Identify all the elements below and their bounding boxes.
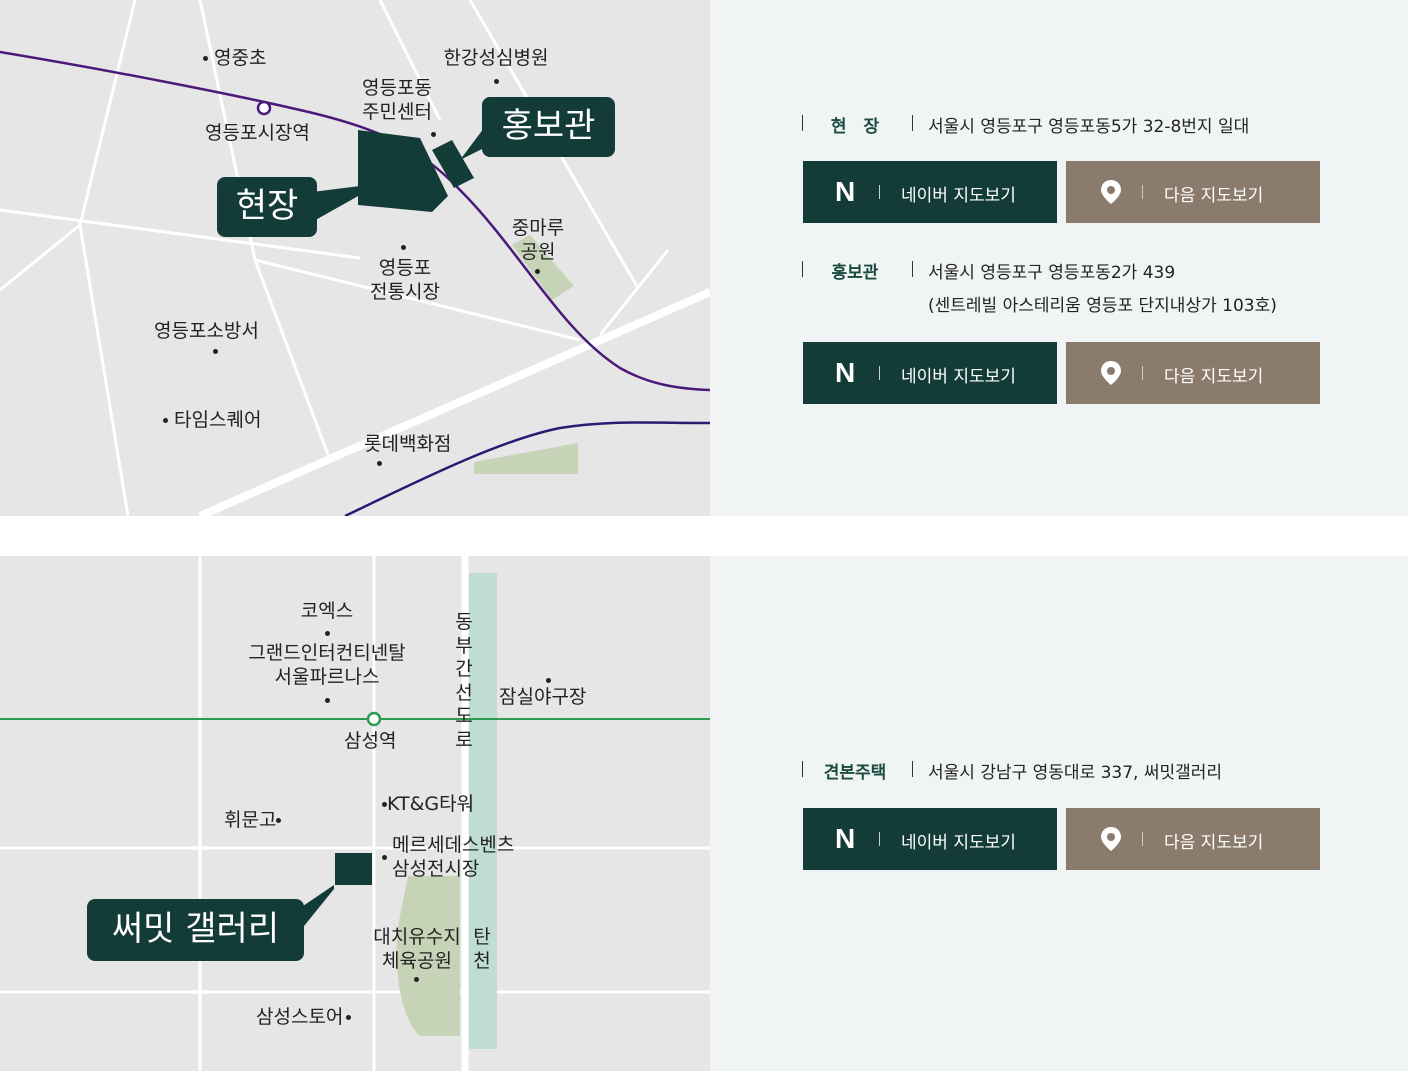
gallery-naver-map-button[interactable]: N 네이버 지도보기: [803, 808, 1057, 870]
map-pin-icon: [1101, 180, 1121, 204]
intercontinental-marker: [325, 698, 330, 703]
daum-button-label: 다음 지도보기: [1164, 833, 1264, 853]
landmark-fire-station: 영등포소방서: [154, 320, 259, 342]
landmark-coex: 코엑스: [287, 599, 367, 647]
jamsil-marker: [546, 678, 551, 683]
gallery-daum-map-button[interactable]: 다음 지도보기: [1066, 808, 1320, 870]
promo-callout: 홍보관: [482, 97, 615, 157]
landmark-times-square: 타임스퀘어: [163, 408, 261, 432]
naver-n-icon: N: [835, 823, 856, 854]
site-daum-map-button[interactable]: 다음 지도보기: [1066, 161, 1320, 223]
gallery-info-panel: 견본주택 서울시 강남구 영동대로 337, 써밋갤러리 N 네이버 지도보기 …: [710, 556, 1408, 1071]
jungmaru-marker: [535, 269, 540, 274]
naver-n-icon: N: [835, 357, 856, 388]
map-roads-and-lines: [0, 0, 710, 516]
station-samseong: 삼성역: [344, 730, 397, 752]
daum-button-label: 다음 지도보기: [1164, 367, 1264, 387]
landmark-lotte: 롯데백화점: [364, 433, 452, 455]
naver-button-label: 네이버 지도보기: [901, 367, 1016, 387]
benz-marker: [382, 855, 387, 860]
promo-naver-map-button[interactable]: N 네이버 지도보기: [803, 342, 1057, 404]
site-callout: 현장: [217, 177, 317, 237]
landmark-ktg-tower: KT&G타워: [382, 792, 474, 816]
station-yeongdeungpo-market: 영등포시장역: [205, 122, 310, 144]
map-pin-icon: [1101, 361, 1121, 385]
daechi-park-marker: [414, 977, 419, 982]
landmark-samsung-store: 삼성스토어: [256, 1005, 352, 1029]
landmark-jamsil-stadium: 잠실야구장: [499, 686, 587, 708]
naver-button-label: 네이버 지도보기: [901, 833, 1016, 853]
promo-address: 서울시 영등포구 영등포동2가 439: [928, 263, 1176, 283]
dong-center-marker: [431, 132, 436, 137]
map-roads-and-lines: [0, 556, 710, 1071]
promo-key: 홍보관: [831, 263, 879, 283]
naver-n-icon: N: [835, 176, 856, 207]
landmark-hwimun-school: 휘문고: [224, 808, 282, 832]
daum-button-label: 다음 지도보기: [1164, 186, 1264, 206]
site-key: 현 장: [830, 117, 880, 137]
yeongdeungpo-info-panel: 현 장 서울시 영등포구 영등포동5가 32-8번지 일대 N 네이버 지도보기…: [710, 0, 1408, 516]
lotte-marker: [377, 461, 382, 466]
site-address: 서울시 영등포구 영등포동5가 32-8번지 일대: [928, 117, 1250, 137]
promo-daum-map-button[interactable]: 다음 지도보기: [1066, 342, 1320, 404]
naver-button-label: 네이버 지도보기: [901, 186, 1016, 206]
gallery-address: 서울시 강남구 영동대로 337, 써밋갤러리: [928, 763, 1223, 783]
landmark-yeongjung: 영중초: [203, 46, 267, 70]
gallery-callout: 써밋 갤러리: [87, 899, 304, 961]
landmark-hangang-hospital: 한강성심병원: [436, 46, 556, 94]
map-pin-icon: [1101, 827, 1121, 851]
gallery-key: 견본주택: [823, 763, 887, 783]
fire-station-marker: [213, 349, 218, 354]
site-naver-map-button[interactable]: N 네이버 지도보기: [803, 161, 1057, 223]
market-marker: [401, 245, 406, 250]
promo-address-detail: (센트레빌 아스테리움 영등포 단지내상가 103호): [928, 296, 1277, 316]
